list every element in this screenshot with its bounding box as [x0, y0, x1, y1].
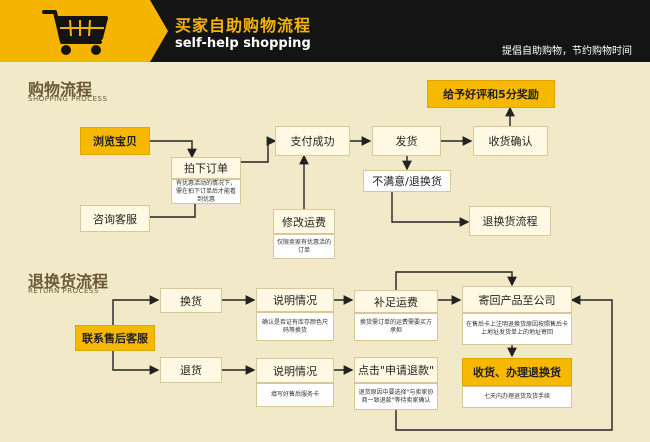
modify-shipping-box: 修改运费 — [273, 209, 335, 234]
review-reward-box: 给予好评和5分奖励 — [427, 80, 555, 108]
arrow-browse-order — [150, 140, 197, 159]
apply-refund-box: 点击"申请退款" — [354, 357, 438, 383]
shopping-cart-icon — [42, 10, 108, 55]
apply-refund-note: 退货原因中要选择"与卖家协商一致退款"等待卖家确认 — [354, 383, 438, 410]
arrow-unsatisfied-return — [391, 192, 470, 227]
return-flow-box: 退换货流程 — [469, 206, 551, 236]
confirm-box: 收货确认 — [473, 126, 548, 156]
receive-refund-box: 收货、办理退换货 — [462, 358, 572, 386]
page-subtitle: self-help shopping — [175, 36, 311, 51]
pay-shipping-note: 换货需订单的运费需要买方承担 — [354, 313, 438, 341]
place-order-box: 拍下订单 — [171, 157, 241, 179]
receive-refund-note: 七天内办理退货及货手续 — [462, 386, 572, 408]
send-back-box: 寄回产品至公司 — [462, 286, 572, 313]
browse-box: 浏览宝贝 — [80, 127, 150, 155]
refund-box: 退货 — [160, 357, 222, 383]
explain-exchange-box: 说明情况 — [256, 288, 334, 312]
modify-shipping-note: 仅限卖家有优惠活的订单 — [273, 234, 335, 259]
unsatisfied-box: 不满意/退换货 — [363, 170, 451, 192]
arrow-contact-exchange — [112, 295, 160, 335]
page-title: 买家自助购物流程 — [175, 16, 312, 35]
pay-box: 支付成功 — [275, 126, 350, 156]
header-bar: 买家自助购物流程 self-help shopping 提倡自助购物，节约购物时… — [0, 0, 650, 62]
contact-service-box: 联系售后客服 — [75, 325, 155, 351]
exchange-box: 换货 — [160, 288, 222, 313]
explain-exchange-note: 确认是否证有库存颜色尺码等换货 — [256, 312, 334, 341]
arrow-loop-sendback — [395, 271, 517, 290]
logo-notch — [150, 0, 168, 62]
header-slogan: 提倡自助购物，节约购物时间 — [502, 46, 632, 57]
ship-box: 发货 — [372, 126, 441, 156]
arrow-order-pay — [241, 136, 277, 163]
explain-refund-note: 填写好售后服务卡 — [256, 383, 334, 407]
arrow-contact-refund — [112, 345, 160, 375]
explain-refund-box: 说明情况 — [256, 358, 334, 383]
send-back-note: 在售后卡上注明退换货原因按照售后卡上地址发货单上的地址寄回 — [462, 313, 572, 345]
arrow-apply-sendback — [395, 295, 613, 431]
return-section-subtitle: RETURN PROCESS — [28, 287, 99, 295]
logo-panel — [0, 0, 150, 62]
place-order-note: 有优惠活动的情况下，需在拍下订单后才能看到优惠 — [171, 179, 241, 204]
shopping-section-subtitle: SHOPPING PROCESS — [28, 95, 108, 103]
shopping-section-title: 购物流程 — [28, 80, 93, 99]
return-section-title: 退换货流程 — [28, 272, 109, 291]
consult-box: 咨询客服 — [80, 205, 150, 232]
pay-shipping-box: 补足运费 — [354, 290, 438, 313]
